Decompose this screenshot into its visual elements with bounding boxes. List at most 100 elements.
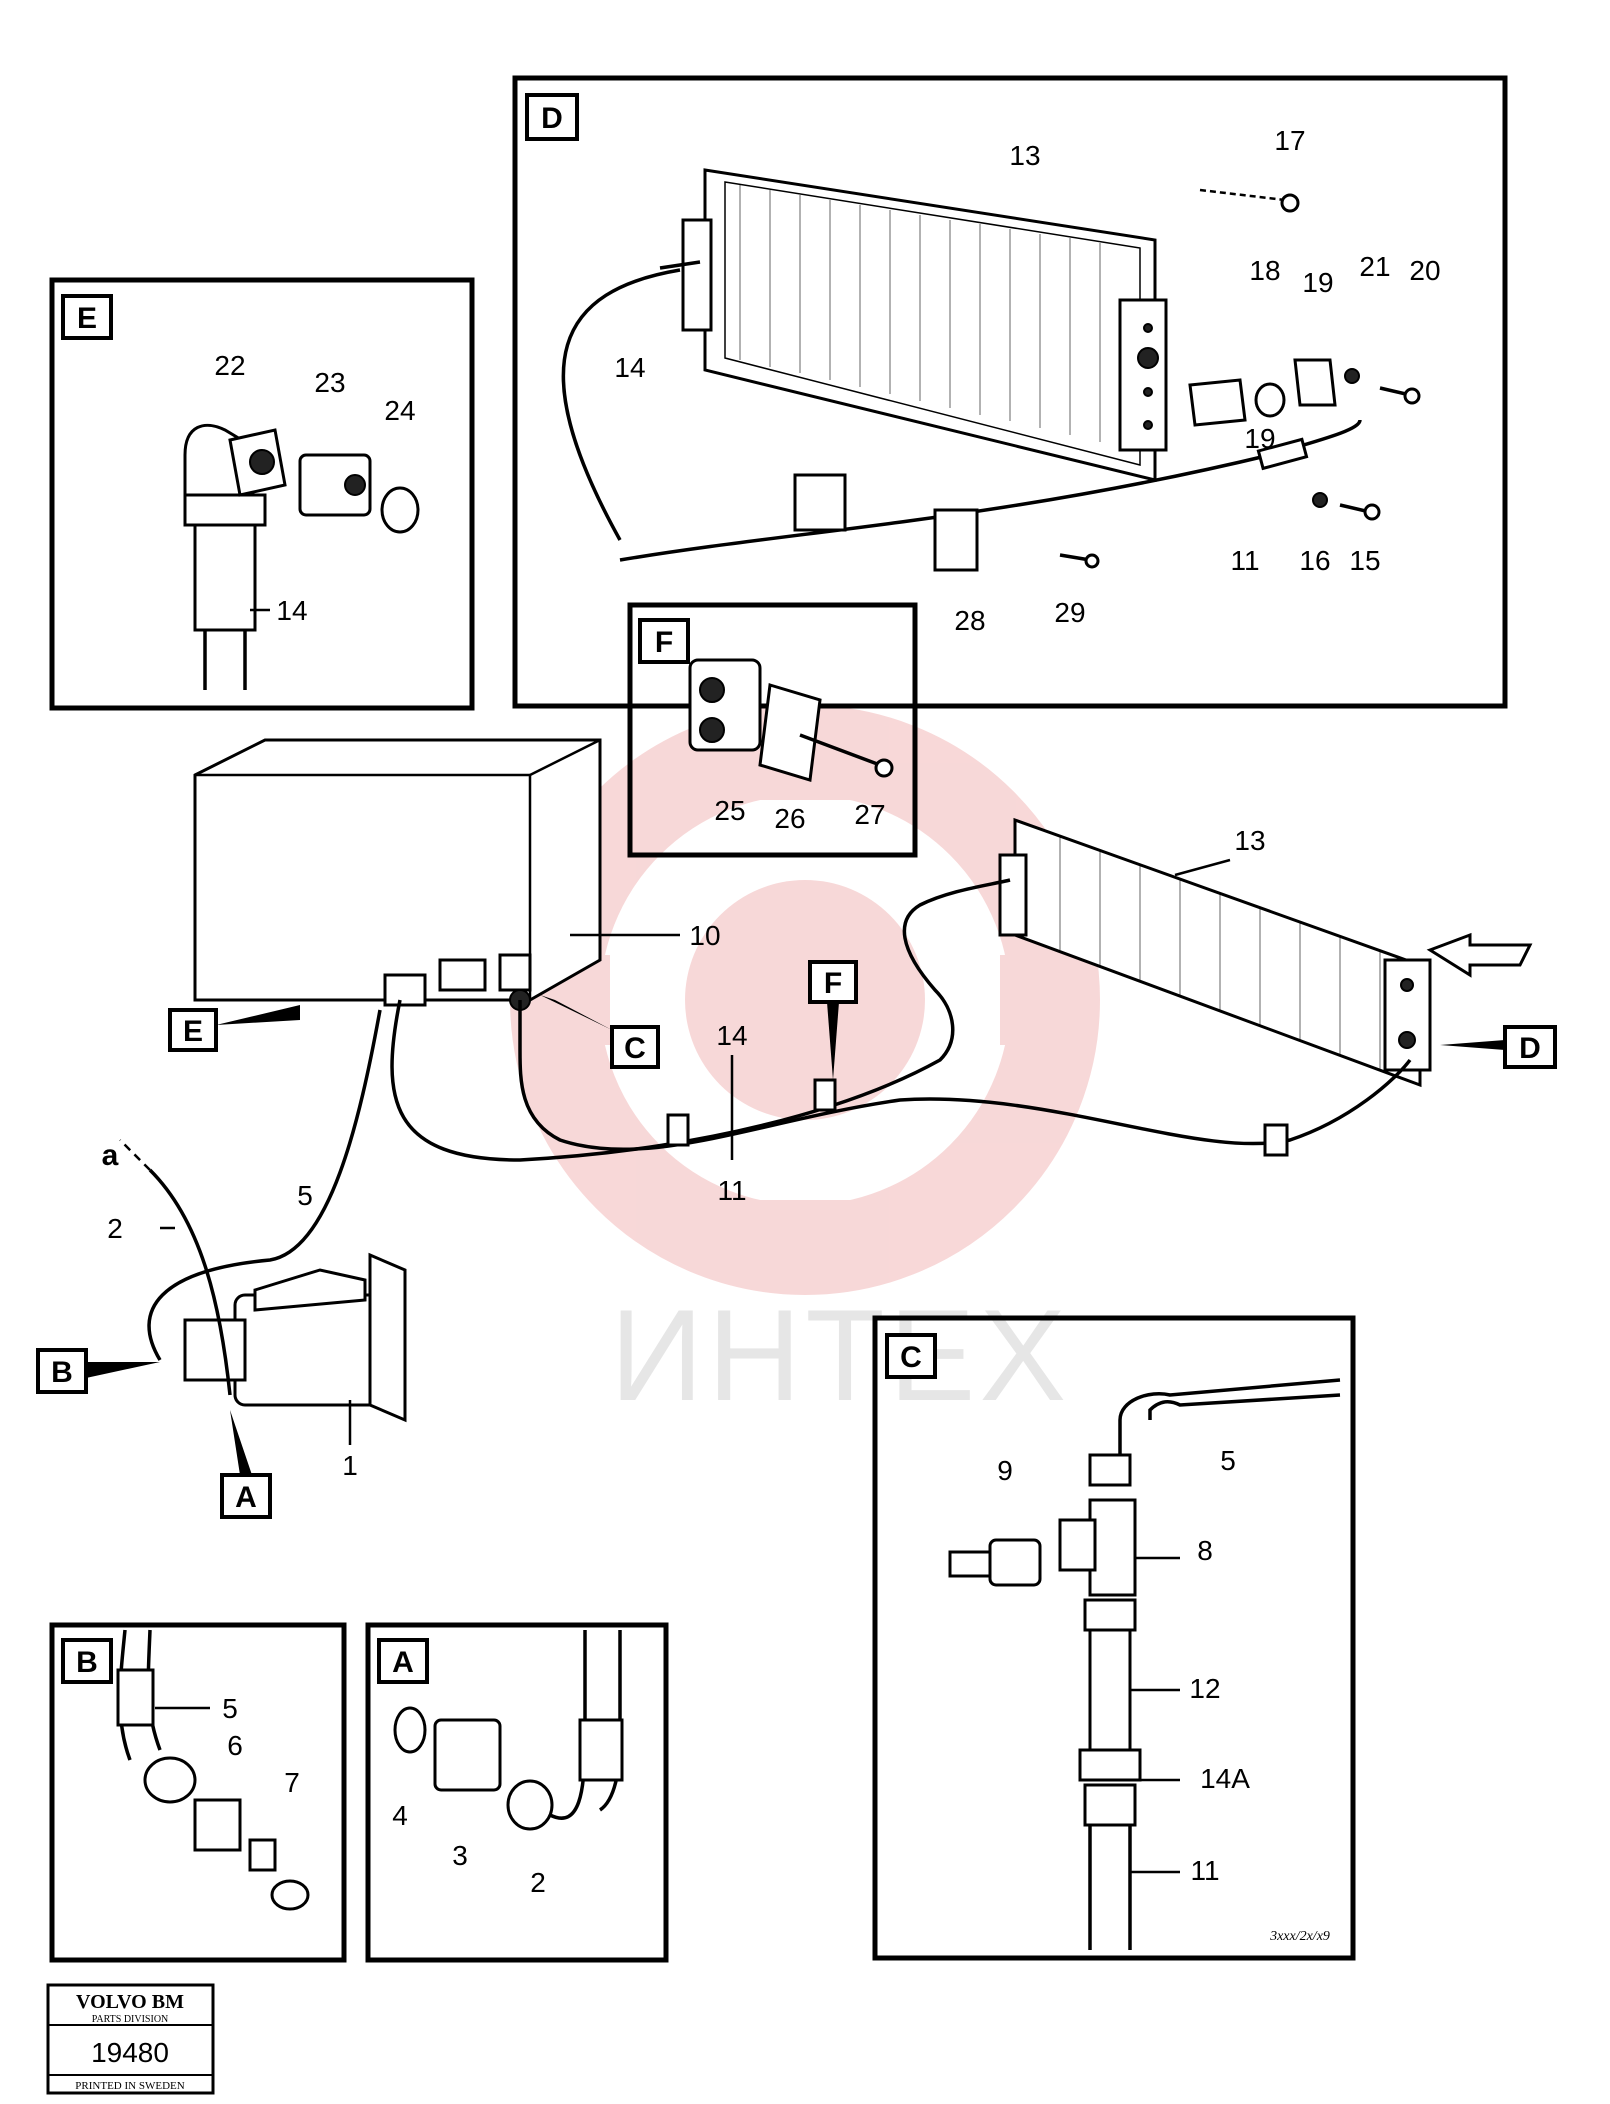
tag-e-main-label: E [183, 1015, 203, 1048]
detail-d-tag [525, 93, 579, 141]
hose-14-d [561, 268, 681, 541]
nut-21 [1344, 368, 1360, 384]
tag-a-main-label: A [235, 1481, 257, 1514]
callout-13-d: 13 [1009, 140, 1040, 171]
bolt-20 [1403, 387, 1421, 405]
tag-d-pointer [1440, 1040, 1505, 1050]
callout-22: 22 [214, 350, 245, 381]
airflow-arrow [1426, 932, 1533, 978]
watermark-gear-logo [510, 705, 1100, 1295]
stamp-number: 19480 [91, 2037, 169, 2068]
callout-11-main: 11 [717, 1175, 746, 1206]
clamp-28 [933, 508, 979, 572]
detail-d-frame [512, 75, 1508, 709]
adapter-3 [433, 1718, 502, 1792]
plate-26 [758, 683, 822, 782]
callout-25: 25 [714, 795, 745, 826]
hose-14-main [390, 878, 1011, 1162]
detail-e-frame [49, 277, 475, 711]
callout-9: 9 [997, 1455, 1013, 1486]
clamp-f-1 [666, 1113, 690, 1147]
nut-b [143, 1756, 197, 1804]
callout-5-main: 5 [297, 1180, 313, 1211]
tag-d-main-label: D [1519, 1032, 1541, 1065]
hose-2 [148, 1168, 232, 1396]
detail-a-frame [365, 1622, 669, 1963]
bolt-17 [1280, 193, 1300, 213]
callout-8: 8 [1197, 1535, 1213, 1566]
callout-23: 23 [314, 367, 345, 398]
tag-f-main-label: F [824, 967, 842, 1000]
callout-2-a: 2 [530, 1867, 546, 1898]
detail-f-frame [627, 602, 918, 858]
radiator-main-13 [998, 817, 1432, 1088]
callout-5-b: 5 [222, 1693, 238, 1724]
detail-c-tag-label: C [900, 1341, 922, 1374]
tag-e-main [168, 1008, 218, 1052]
flange-19-upper [1293, 358, 1337, 407]
o-ring-24 [380, 486, 420, 534]
callout-3: 3 [452, 1840, 468, 1871]
bolt-29 [1084, 553, 1100, 569]
callout-14a: 14A [1200, 1763, 1250, 1794]
callout-28: 28 [954, 605, 985, 636]
bolt-15 [1363, 503, 1381, 521]
callout-19-upper: 19 [1302, 267, 1333, 298]
callout-16: 16 [1299, 545, 1330, 576]
callout-19-lower: 19 [1244, 423, 1275, 454]
clamp-f-3 [1263, 1123, 1289, 1157]
bolt-27 [799, 733, 881, 767]
washer-16 [1312, 492, 1328, 508]
hose-5-c [1118, 1378, 1341, 1470]
detail-a-tag-label: A [392, 1646, 414, 1679]
tag-f-pointer [827, 1002, 839, 1080]
o-ring-7 [270, 1879, 310, 1911]
callout-12: 12 [1189, 1673, 1220, 1704]
detail-e-tag-label: E [77, 302, 97, 335]
callout-13-main: 13 [1234, 825, 1265, 856]
callout-7: 7 [284, 1767, 300, 1798]
o-ring-18 [1254, 382, 1286, 418]
callout-1: 1 [342, 1450, 358, 1481]
detail-a-tag [377, 1638, 429, 1684]
hose-11-main [518, 1000, 1412, 1152]
union-23 [298, 453, 372, 517]
callout-26: 26 [774, 803, 805, 834]
callout-29: 29 [1054, 597, 1085, 628]
watermark-text: ИНТЕХ [610, 1282, 1070, 1428]
tag-b-pointer [86, 1362, 160, 1378]
stamp-division: PARTS DIVISION [92, 2014, 169, 2025]
clamp-half-25 [688, 658, 762, 752]
detail-b-frame [49, 1622, 347, 1963]
pump-1 [183, 1252, 407, 1423]
sensor-9 [988, 1538, 1042, 1587]
flange-19 [1188, 378, 1247, 427]
hose-11-d [619, 453, 1271, 562]
drawing-signature: 3xxx/2x/x9 [1269, 1929, 1330, 1944]
callout-14-main: 14 [716, 1020, 747, 1051]
hose-12 [1088, 1628, 1132, 1752]
radiator-d [681, 168, 1168, 482]
callout-27: 27 [854, 799, 885, 830]
detail-c-frame [872, 1315, 1356, 1961]
tag-c-pointer [540, 995, 612, 1030]
callout-2-main: 2 [107, 1213, 123, 1244]
detail-f-tag [638, 618, 690, 664]
callout-15: 15 [1349, 545, 1380, 576]
callout-24: 24 [384, 395, 415, 426]
o-ring-4 [393, 1706, 427, 1754]
tag-a-pointer [230, 1410, 252, 1475]
clamp-bracket-d [793, 473, 847, 532]
detail-e-tag [61, 294, 113, 340]
callout-21: 21 [1359, 251, 1390, 282]
tag-c-main-label: C [624, 1032, 646, 1065]
tank-10 [193, 738, 602, 1002]
detail-b-tag [61, 1638, 113, 1684]
tag-b-main-label: B [51, 1356, 73, 1389]
tag-d-main [1503, 1025, 1557, 1069]
hose-5 [147, 1009, 382, 1361]
callout-10: 10 [689, 920, 720, 951]
volvo-bm-stamp: VOLVO BM PARTS DIVISION 19480 PRINTED IN… [46, 1983, 215, 2095]
